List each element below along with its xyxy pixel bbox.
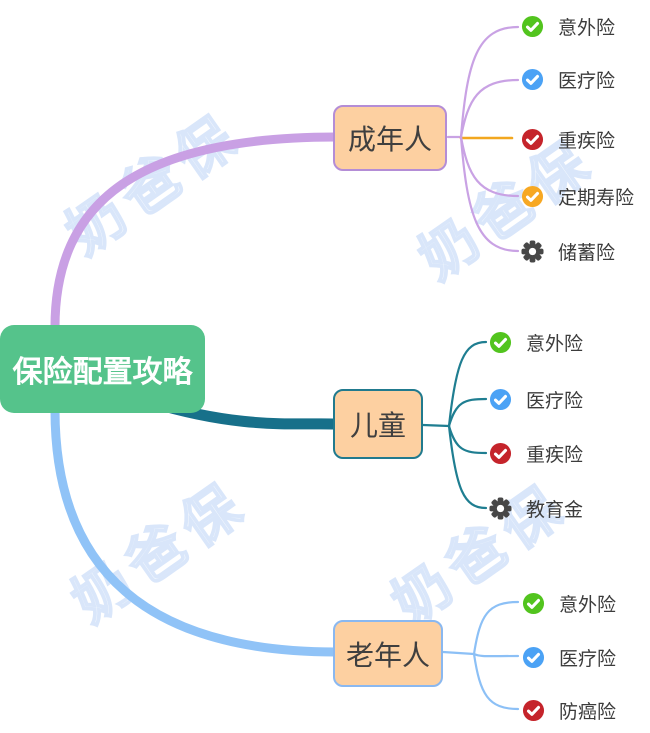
root-node-label: 保险配置攻略 bbox=[12, 356, 193, 389]
leaf-item[interactable]: 定期寿险 bbox=[521, 183, 634, 209]
leaf-item[interactable]: 医疗险 bbox=[521, 66, 615, 92]
leaf-label: 意外险 bbox=[559, 594, 617, 616]
branch-line bbox=[441, 650, 476, 656]
leaf-label: 意外险 bbox=[526, 333, 584, 355]
gear-icon bbox=[521, 239, 544, 263]
leaf-item[interactable]: 医疗险 bbox=[522, 644, 616, 670]
branch-line bbox=[447, 424, 488, 455]
branch-line bbox=[472, 652, 520, 658]
branch-node-adult[interactable]: 成年人 bbox=[333, 105, 447, 171]
leaf-label: 医疗险 bbox=[526, 390, 584, 412]
check-circle-icon bbox=[521, 15, 544, 37]
branch-line bbox=[447, 397, 488, 428]
branch-node-label: 老年人 bbox=[345, 639, 430, 671]
branch-node-child[interactable]: 儿童 bbox=[333, 389, 423, 459]
branch-line bbox=[459, 135, 520, 253]
branch-line bbox=[447, 340, 488, 428]
leaf-item[interactable]: 教育金 bbox=[489, 495, 583, 521]
leaf-item[interactable]: 重疾险 bbox=[521, 126, 615, 152]
leaf-label: 教育金 bbox=[526, 499, 584, 521]
leaf-label: 定期寿险 bbox=[558, 187, 635, 209]
branch-node-elderly[interactable]: 老年人 bbox=[333, 620, 443, 687]
check-circle-icon bbox=[522, 646, 545, 668]
leaf-item[interactable]: 意外险 bbox=[489, 329, 583, 355]
check-circle-icon bbox=[489, 442, 512, 464]
check-circle-icon bbox=[521, 128, 544, 150]
leaf-label: 重疾险 bbox=[558, 130, 616, 152]
leaf-label: 医疗险 bbox=[558, 70, 616, 92]
leaf-label: 意外险 bbox=[558, 17, 616, 39]
leaf-item[interactable]: 意外险 bbox=[522, 590, 616, 616]
branch-line bbox=[459, 78, 520, 139]
leaf-label: 防癌险 bbox=[559, 701, 617, 723]
check-circle-icon bbox=[521, 68, 544, 90]
branch-node-label: 成年人 bbox=[347, 124, 432, 155]
branch-line bbox=[472, 652, 520, 711]
leaf-item[interactable]: 防癌险 bbox=[522, 697, 616, 723]
root-node[interactable]: 保险配置攻略 bbox=[0, 325, 205, 413]
branch-line bbox=[459, 135, 520, 198]
check-circle-icon bbox=[521, 185, 544, 207]
branch-line bbox=[472, 600, 520, 656]
branch-node-label: 儿童 bbox=[349, 410, 406, 441]
leaf-label: 重疾险 bbox=[526, 444, 584, 466]
leaf-item[interactable]: 意外险 bbox=[521, 13, 615, 39]
leaf-item[interactable]: 医疗险 bbox=[489, 386, 583, 412]
check-circle-icon bbox=[489, 388, 512, 410]
trunk-elderly bbox=[50, 409, 337, 657]
check-circle-icon bbox=[489, 331, 512, 353]
gear-icon bbox=[489, 496, 512, 520]
trunk-adult bbox=[50, 132, 337, 328]
branch-line bbox=[421, 423, 451, 428]
check-circle-icon bbox=[522, 592, 545, 614]
branch-line bbox=[447, 424, 488, 510]
leaf-item[interactable]: 重疾险 bbox=[489, 440, 583, 466]
leaf-label: 医疗险 bbox=[559, 648, 617, 670]
check-circle-icon bbox=[522, 699, 545, 721]
branch-line bbox=[459, 25, 520, 139]
leaf-label: 储蓄险 bbox=[558, 242, 616, 264]
leaf-item[interactable]: 储蓄险 bbox=[521, 238, 615, 264]
